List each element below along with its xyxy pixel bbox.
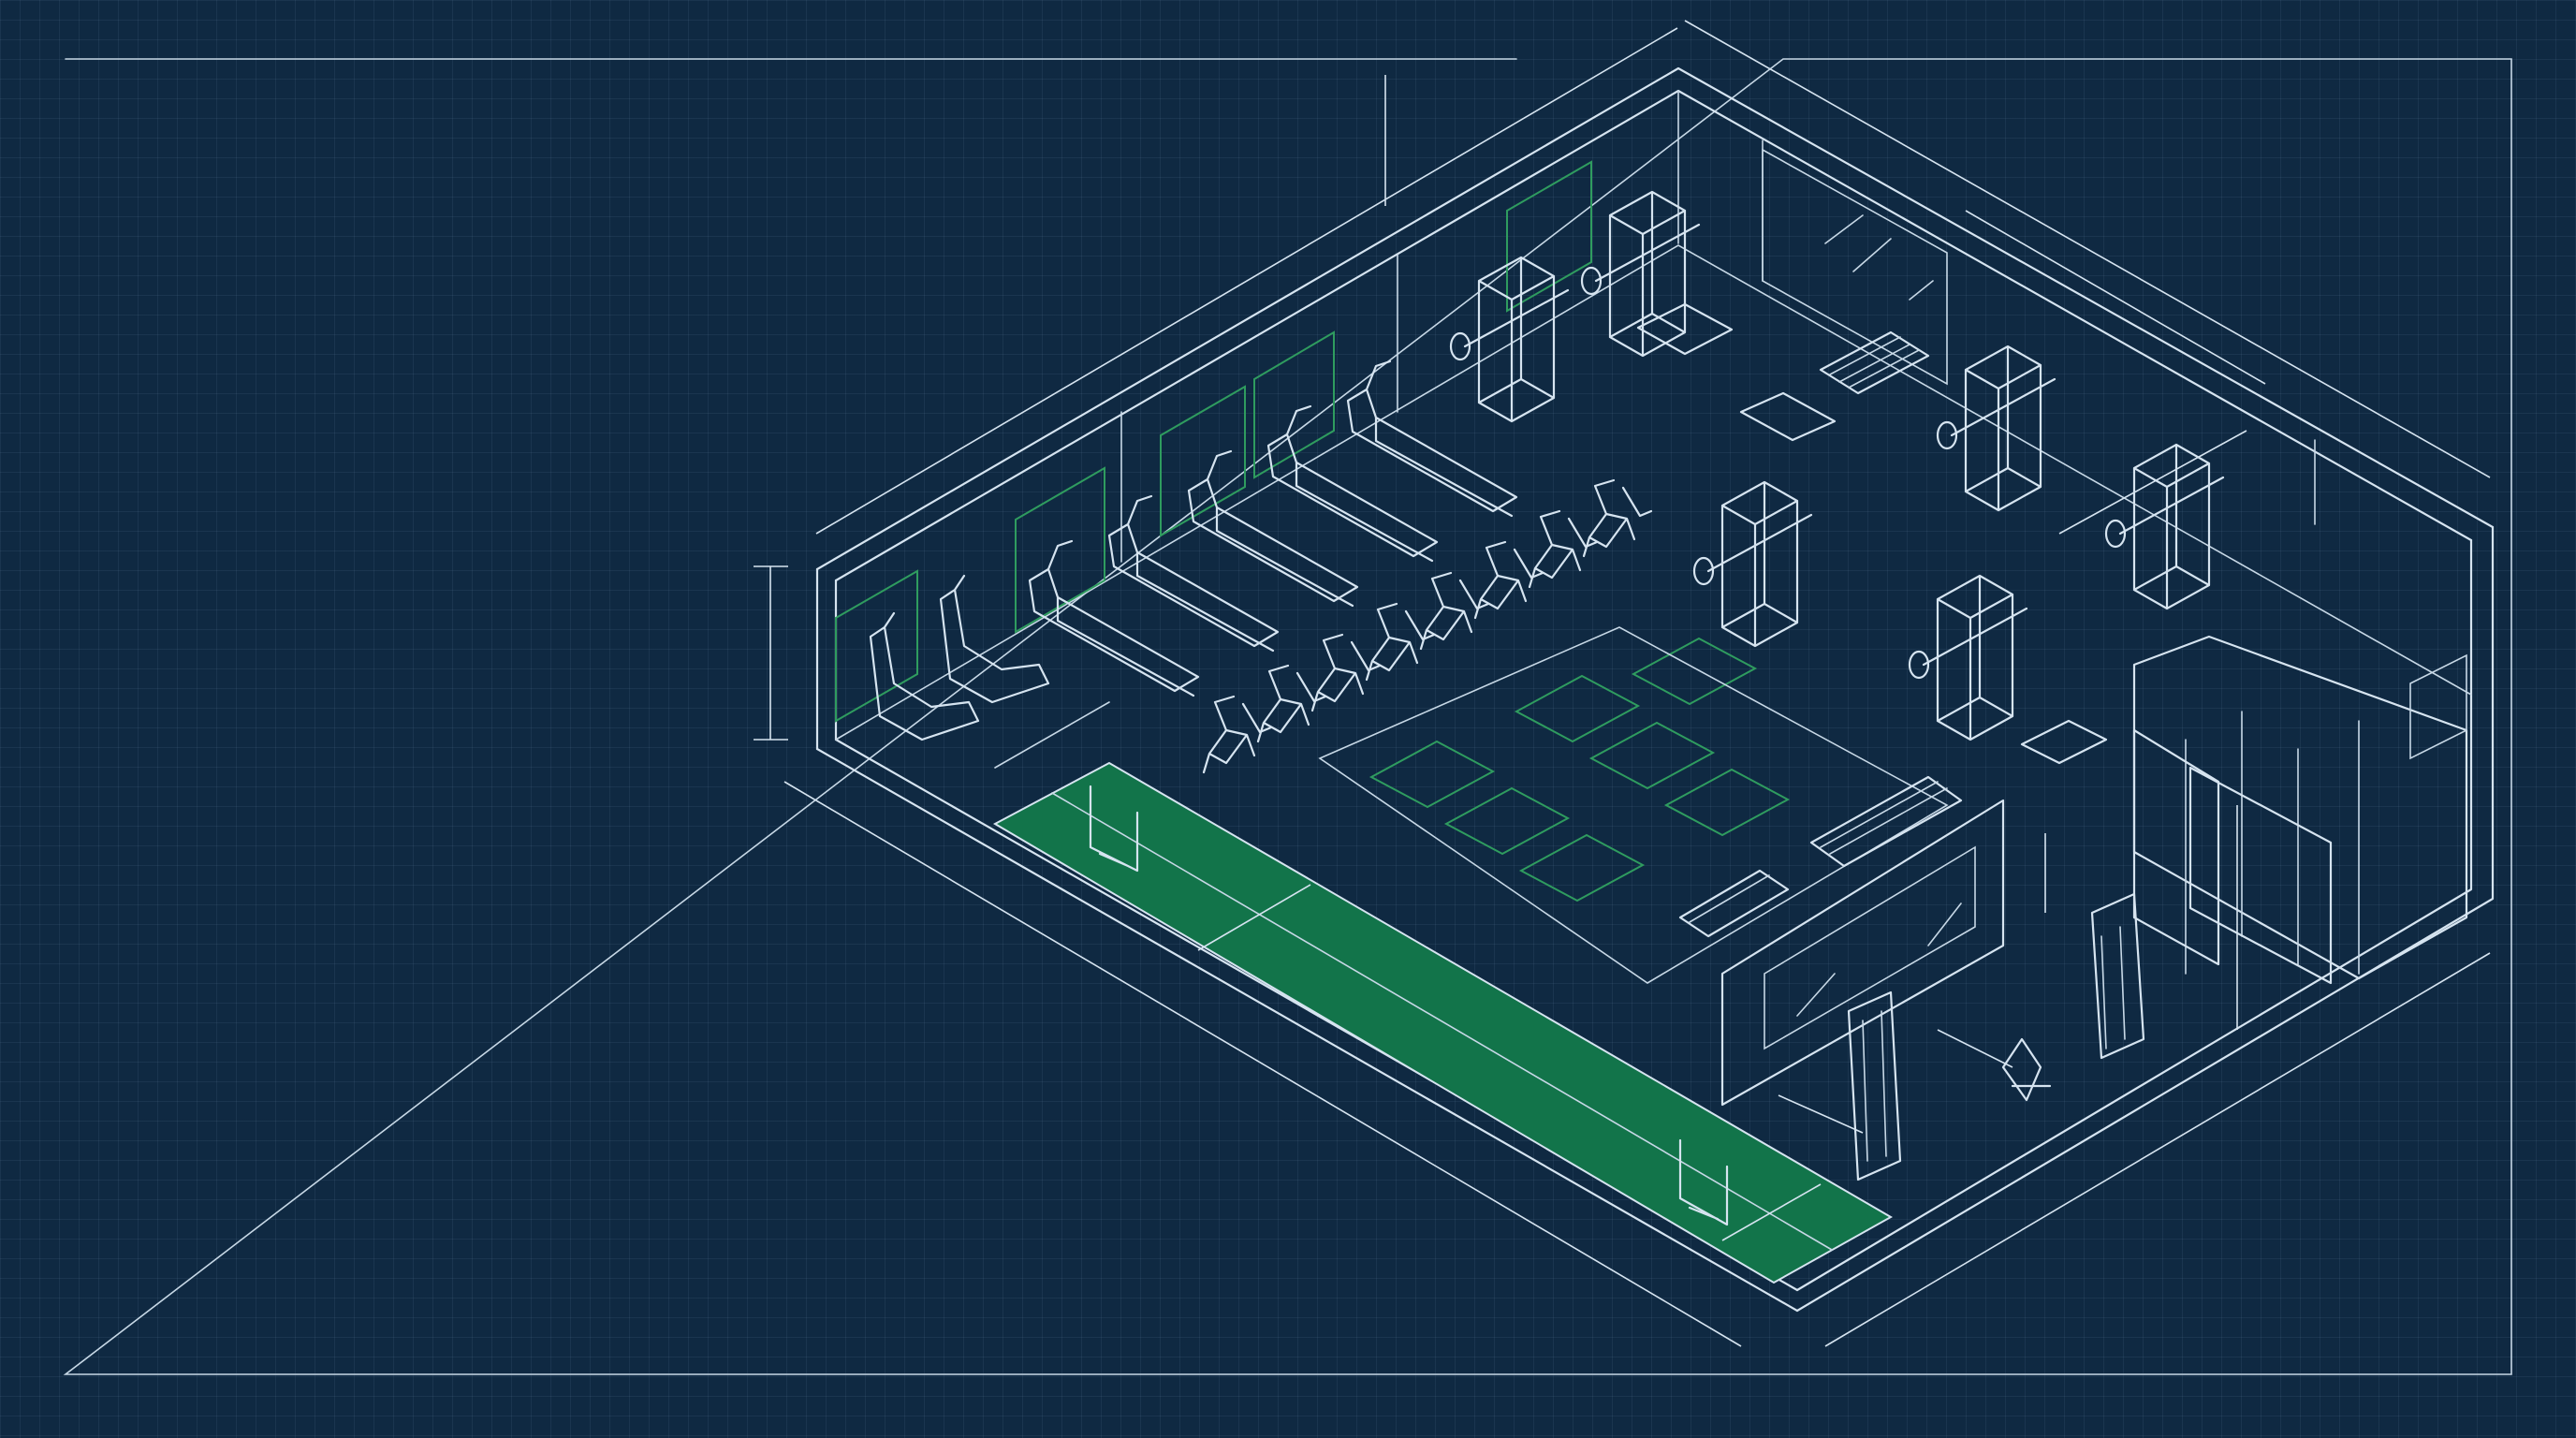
stretch-mat [1663,768,1791,837]
elliptical [869,611,980,741]
dumbbell-racks [1678,330,1963,938]
stretch-mat [1518,833,1646,902]
room-shell [815,66,2495,1313]
benches [1636,302,2108,765]
stretch-mat [1443,786,1571,856]
treadmill [1346,360,1518,518]
weight-plate [2104,519,2127,549]
stretch-mat [1631,637,1758,706]
squat-rack [2118,443,2225,610]
squat-racks [1449,190,2225,741]
sled-post [1678,1138,1729,1226]
squat-rack [1463,256,1570,423]
stretch-mat [1368,740,1496,809]
elliptical [939,574,1050,704]
spin-bike-row [1202,478,1653,774]
treadmill [1187,449,1359,608]
stretch-mat [1514,674,1641,743]
weight-plate [1449,331,1471,361]
weight-plate [1580,266,1603,296]
dimension-lines [754,20,2491,1347]
cable-machines [1847,892,2145,1181]
turf-lane [992,761,1894,1284]
changing-stalls [2132,635,2468,985]
squat-rack [1950,345,2056,512]
spin-bike [1582,478,1653,558]
squat-rack [1594,190,1701,358]
wall-windows [835,160,1592,723]
weight-plate [1908,650,1930,680]
treadmill [1266,404,1439,563]
weight-plate [1936,420,1958,450]
cardio-row [869,360,1518,741]
squat-rack [1922,574,2028,741]
sheet-frame [63,58,2512,1375]
weight-plate [1692,556,1715,586]
stretching-mats [1368,637,1791,902]
sled-post [1089,785,1139,873]
treadmill [1107,494,1280,653]
treadmill [1028,539,1200,697]
mirror-partition [1720,799,2005,1107]
stretch-mat [1588,721,1716,790]
squat-rack [1706,480,1813,648]
back-mirror [1762,148,1948,386]
mat-zone [1318,626,1949,984]
